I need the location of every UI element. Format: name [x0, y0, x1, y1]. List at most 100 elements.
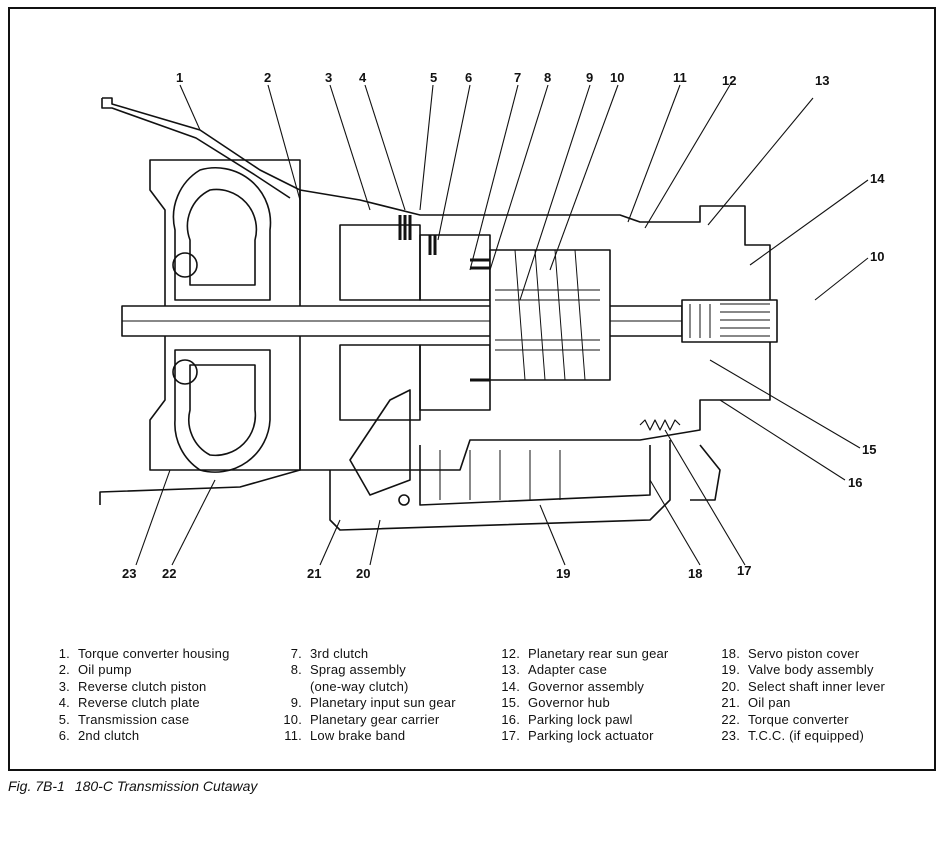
legend-item-number: 11. — [284, 728, 302, 744]
legend-item-label: Servo piston cover — [748, 646, 860, 661]
legend-item: 6. 2nd clutch — [48, 728, 230, 744]
legend-item: 20. Select shaft inner lever — [712, 679, 885, 695]
callout-3: 3 — [325, 70, 332, 85]
legend-item-label: Reverse clutch plate — [78, 695, 200, 711]
callout-20: 20 — [356, 566, 370, 581]
legend-item-label: Governor assembly — [528, 678, 645, 694]
legend-item-label: Governor hub — [528, 695, 610, 711]
legend-item-number: 6. — [58, 728, 70, 744]
legend-item-number: 17. — [501, 728, 520, 744]
legend-item: 4. Reverse clutch plate — [48, 695, 230, 711]
callout-14: 14 — [870, 171, 885, 186]
legend-item-number: 10. — [283, 711, 302, 727]
callout-10-right: 10 — [870, 249, 884, 264]
legend-item: (one-way clutch) — [270, 679, 456, 695]
figure-title: 180-C Transmission Cutaway — [74, 778, 258, 794]
legend-item-label: Transmission case — [78, 711, 190, 727]
legend-item-number: 19. — [721, 662, 740, 678]
legend-item: 9. Planetary input sun gear — [270, 695, 456, 711]
callout-2: 2 — [264, 70, 271, 85]
legend-item: 21. Oil pan — [712, 695, 885, 711]
legend-item-number: 7. — [290, 646, 302, 661]
legend-item-label: Low brake band — [310, 728, 406, 744]
figure-caption: Fig. 7B-1 180-C Transmission Cutaway — [8, 778, 257, 794]
callout-8: 8 — [544, 70, 551, 85]
legend-item-number: 5. — [58, 711, 70, 727]
callout-19: 19 — [556, 566, 570, 581]
select-lever — [349, 389, 411, 496]
legend-item-number: 8. — [290, 662, 302, 678]
legend-item: 3. Reverse clutch piston — [48, 679, 230, 695]
legend-item-number: 18. — [721, 646, 740, 661]
legend-item: 16. Parking lock pawl — [492, 712, 668, 728]
legend-item: 23. T.C.C. (if equipped) — [712, 728, 885, 744]
legend-item-number: 3. — [58, 678, 70, 694]
callout-6: 6 — [465, 70, 472, 85]
legend-item: 17. Parking lock actuator — [492, 728, 668, 744]
legend-item-number: 15. — [501, 695, 520, 711]
callout-labels: 1 2 3 4 5 6 7 8 9 10 11 12 13 14 10 15 1… — [122, 70, 885, 581]
legend-item-label: 2nd clutch — [78, 728, 140, 744]
callout-18: 18 — [688, 566, 702, 581]
legend-item: 13. Adapter case — [492, 662, 668, 678]
callout-9: 9 — [586, 70, 593, 85]
legend-item-label: Adapter case — [528, 662, 608, 678]
callout-10-top: 10 — [610, 70, 624, 85]
legend-item-number: 16. — [501, 711, 520, 727]
legend-item-number: 9. — [290, 695, 302, 711]
legend-item-number: 22. — [721, 711, 740, 727]
legend-item-label: 3rd clutch — [310, 646, 369, 661]
legend-item-number: 2. — [58, 662, 70, 678]
output-shaft — [681, 299, 778, 343]
callout-1: 1 — [176, 70, 183, 85]
legend-item-label: Sprag assembly — [310, 662, 407, 678]
callout-23: 23 — [122, 566, 136, 581]
legend-item-number: 23. — [721, 728, 740, 744]
callout-11: 11 — [673, 70, 687, 85]
legend-item-label: Select shaft inner lever — [748, 678, 886, 694]
legend-item-label: Planetary rear sun gear — [528, 646, 669, 661]
transmission-cutaway-drawing: 1 2 3 4 5 6 7 8 9 10 11 12 13 14 10 15 1… — [99, 70, 885, 581]
torque-converter — [149, 159, 301, 471]
callout-13: 13 — [815, 73, 829, 88]
legend-item-label: Parking lock actuator — [528, 728, 654, 744]
legend-item-label: Parking lock pawl — [528, 711, 633, 727]
legend-item-label: (one-way clutch) — [310, 678, 409, 694]
legend-item-number: 14. — [501, 678, 520, 694]
legend-item-label: Valve body assembly — [748, 662, 874, 678]
transmission-case — [299, 189, 771, 471]
leader-lines — [135, 84, 869, 566]
legend-item-number — [270, 679, 310, 695]
callout-16: 16 — [848, 475, 862, 490]
legend-item: 22. Torque converter — [712, 712, 885, 728]
legend-item: 11. Low brake band — [270, 728, 456, 744]
callout-7: 7 — [514, 70, 521, 85]
legend-item: 14. Governor assembly — [492, 679, 668, 695]
legend-item-label: Oil pump — [78, 662, 132, 678]
legend-item-number: 13. — [501, 662, 520, 678]
legend-item-label: Torque converter — [748, 711, 849, 727]
legend-item: 15. Governor hub — [492, 695, 668, 711]
legend-item-number: 20. — [721, 678, 740, 694]
legend-item: 8. Sprag assembly — [270, 662, 456, 678]
legend-item-number: 21. — [721, 695, 740, 711]
legend-item: 2. Oil pump — [48, 662, 230, 678]
callout-17: 17 — [737, 563, 751, 578]
legend-column-2: 7. 3rd clutch 8. Sprag assembly(one-way clu… — [270, 646, 456, 744]
legend-item-number: 4. — [58, 695, 70, 711]
legend-item-label: Planetary input sun gear — [310, 695, 456, 711]
planetary-gears — [489, 249, 611, 381]
legend-item: 19. Valve body assembly — [712, 662, 885, 678]
legend-item-label: Reverse clutch piston — [78, 678, 207, 694]
legend-item-label: Oil pan — [748, 695, 791, 711]
legend-item: 5. Transmission case — [48, 712, 230, 728]
figure-number: Fig. 7B-1 — [8, 778, 65, 794]
callout-22: 22 — [162, 566, 176, 581]
oil-pan — [329, 440, 671, 531]
legend-item: 12. Planetary rear sun gear — [492, 646, 668, 662]
legend-item-label: Torque converter housing — [78, 646, 230, 661]
legend-item-label: T.C.C. (if equipped) — [748, 728, 864, 744]
callout-5: 5 — [430, 70, 437, 85]
legend-item-number: 12. — [501, 646, 520, 661]
